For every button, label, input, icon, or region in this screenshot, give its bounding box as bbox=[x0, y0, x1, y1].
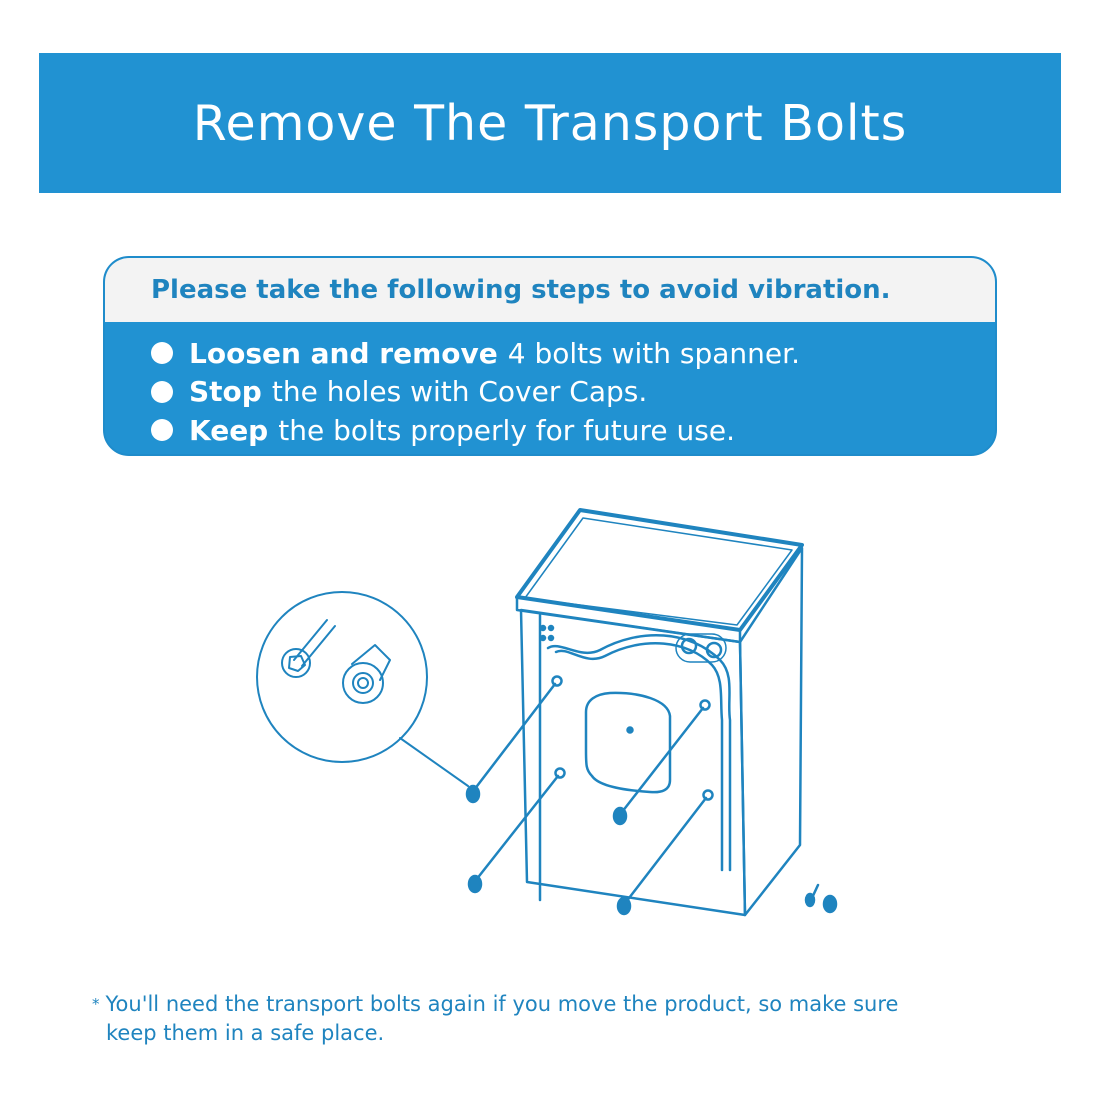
page-title: Remove The Transport Bolts bbox=[192, 94, 908, 152]
title-banner: Remove The Transport Bolts bbox=[39, 53, 1061, 193]
bolt-icon bbox=[465, 784, 481, 804]
bolt-icon bbox=[616, 896, 632, 916]
list-item: Keep the bolts properly for future use. bbox=[151, 411, 995, 450]
transport-bolts bbox=[465, 675, 838, 916]
bolt-detail-inset bbox=[256, 591, 469, 787]
footnote-marker: * bbox=[92, 995, 100, 1013]
step-bold: Loosen and remove bbox=[189, 336, 498, 370]
instructions-box: Please take the following steps to avoid… bbox=[103, 256, 997, 456]
step-text: 4 bolts with spanner. bbox=[507, 336, 800, 370]
bullet-icon bbox=[151, 342, 173, 365]
bolt-icon bbox=[612, 806, 628, 826]
footnote-line-2: keep them in a safe place. bbox=[106, 1021, 385, 1045]
step-text: the holes with Cover Caps. bbox=[271, 375, 648, 409]
list-item: Loosen and remove 4 bolts with spanner. bbox=[151, 334, 995, 373]
steps-list: Loosen and remove 4 bolts with spanner. … bbox=[105, 322, 995, 450]
bolt-icon bbox=[467, 874, 483, 894]
step-bold: Stop bbox=[189, 375, 262, 409]
washing-machine-icon bbox=[515, 508, 804, 917]
footnote: * You'll need the transport bolts again i… bbox=[92, 990, 898, 1048]
footnote-line-1: You'll need the transport bolts again if… bbox=[105, 992, 899, 1016]
step-bold: Keep bbox=[189, 413, 269, 447]
bullet-icon bbox=[151, 380, 173, 403]
step-text: the bolts properly for future use. bbox=[278, 413, 736, 447]
bullet-icon bbox=[151, 419, 173, 442]
instructions-heading: Please take the following steps to avoid… bbox=[105, 258, 995, 322]
list-item: Stop the holes with Cover Caps. bbox=[151, 373, 995, 412]
